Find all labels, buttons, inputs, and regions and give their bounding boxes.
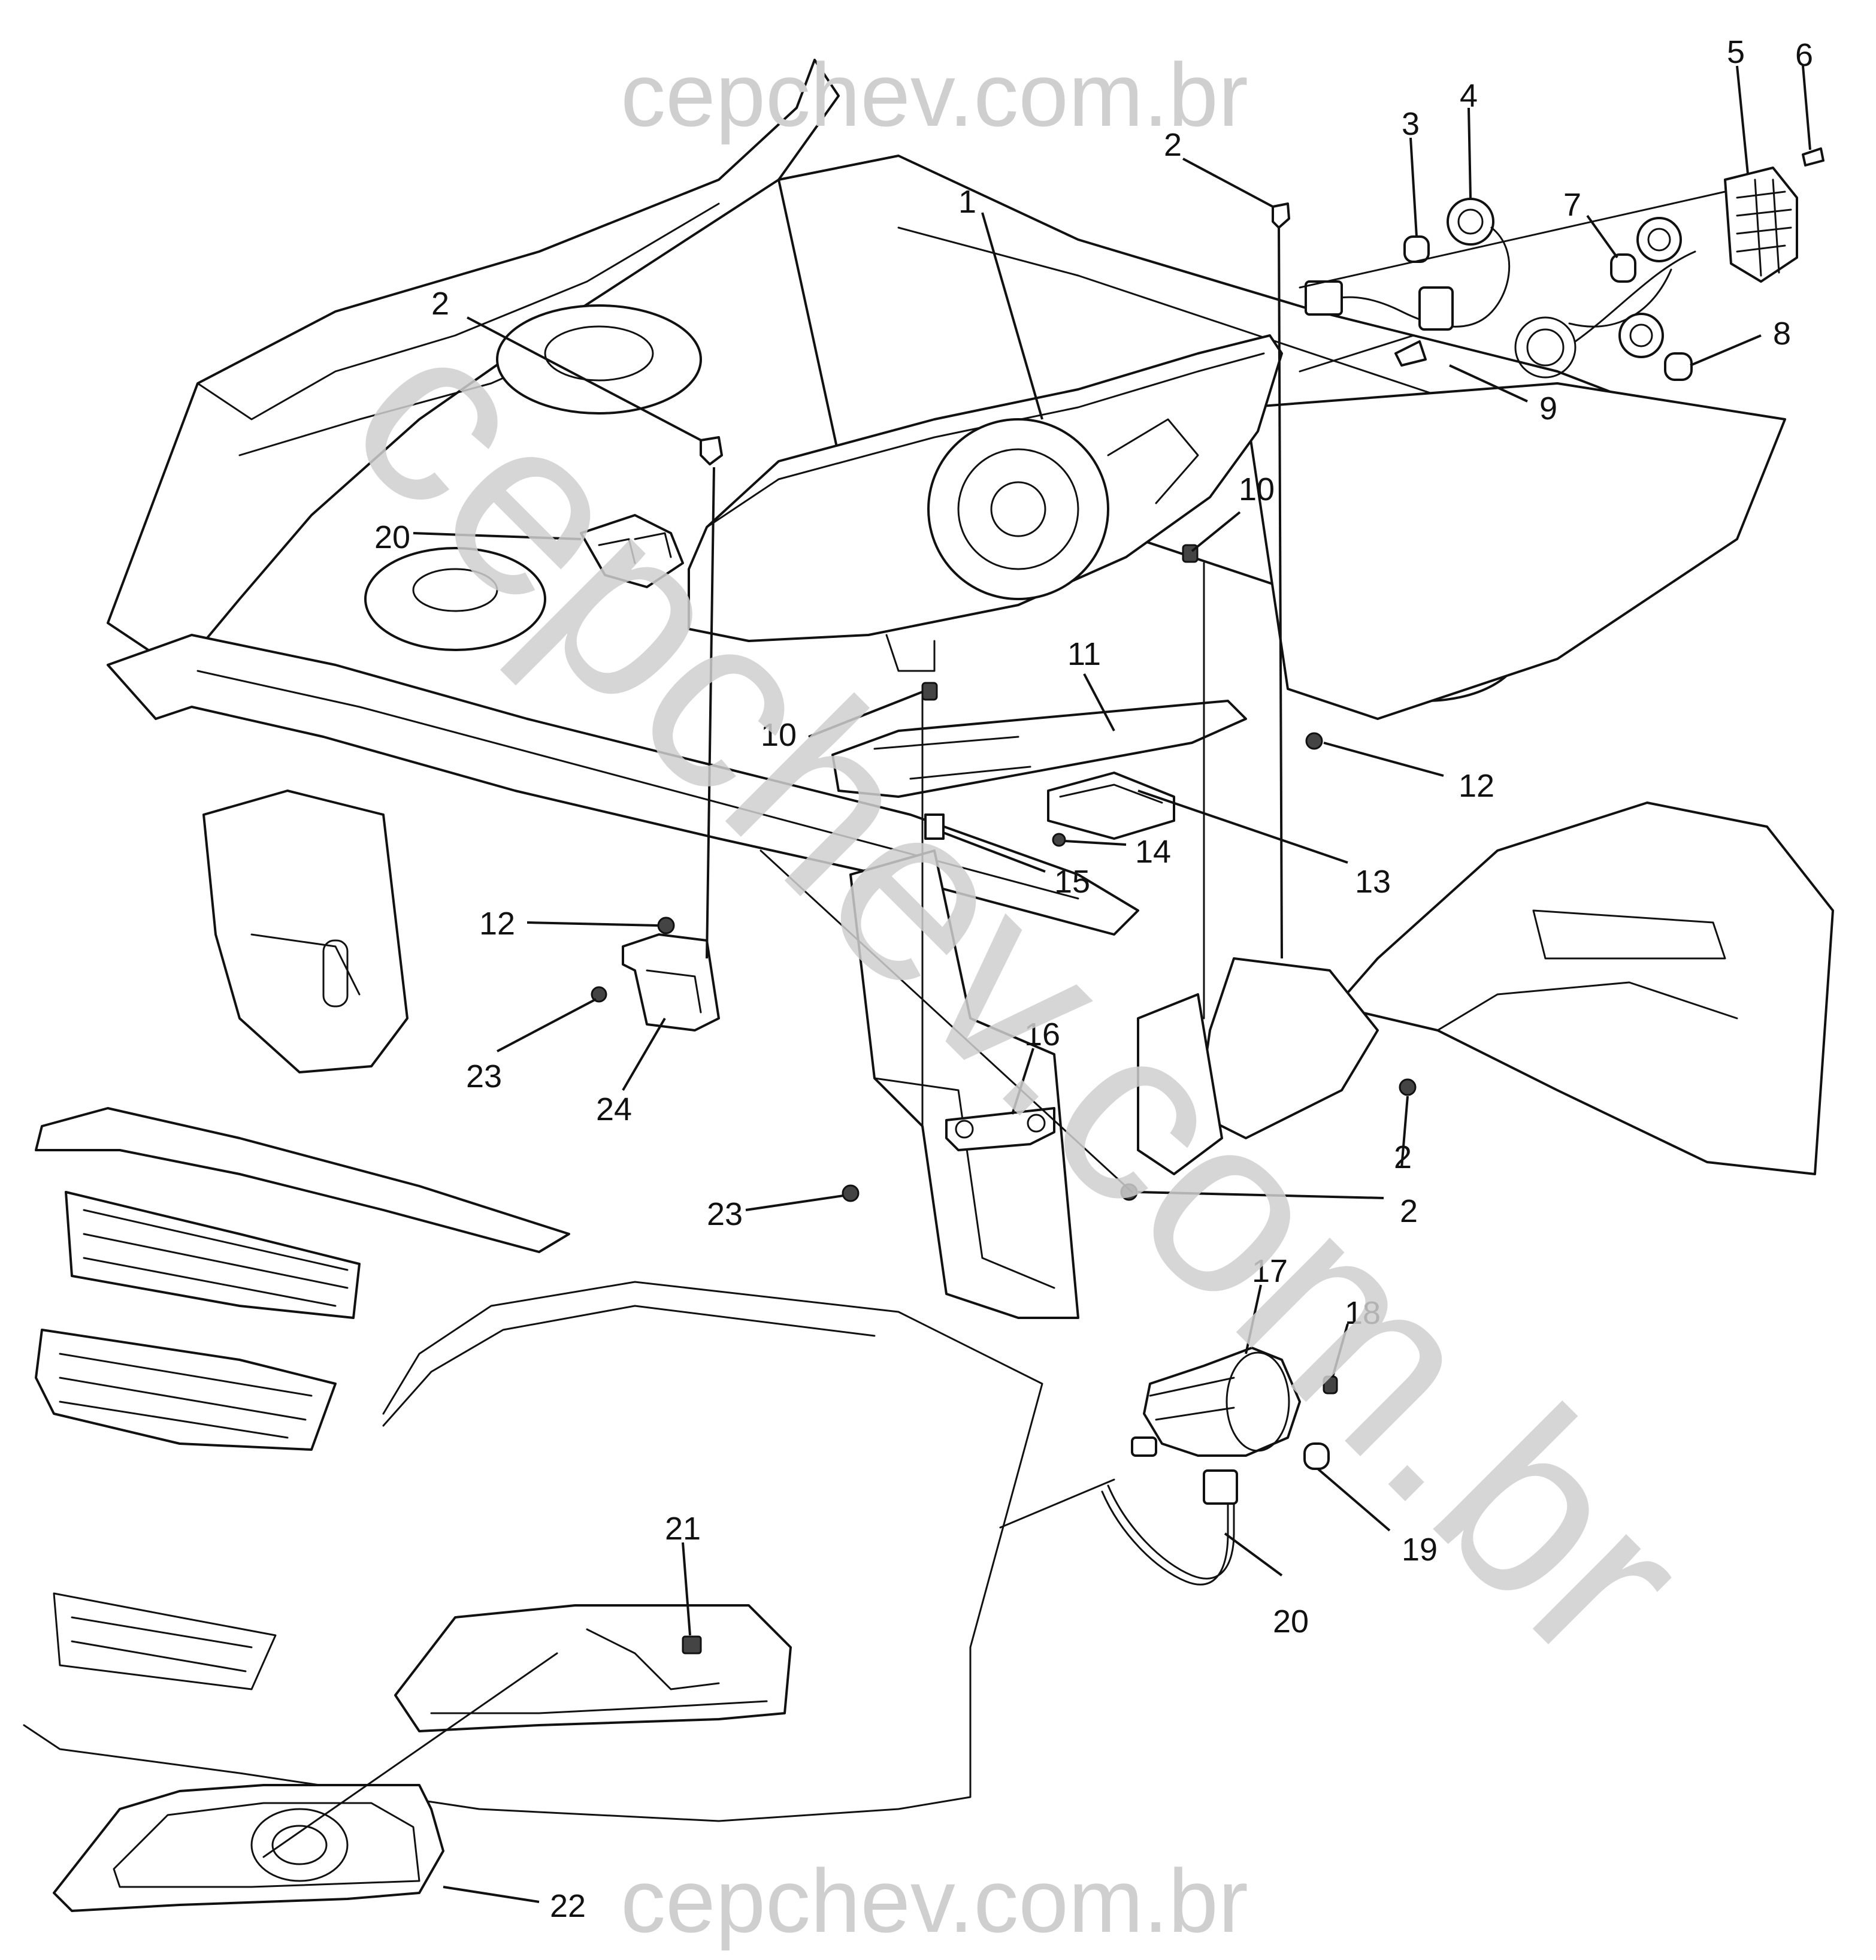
callout-24: 24 <box>596 1091 632 1127</box>
callout-17: 17 <box>1252 1253 1288 1289</box>
callout-4: 4 <box>1460 78 1478 114</box>
bulb-and-socket-parts <box>1305 147 1824 381</box>
front-fascia-and-grille <box>23 1107 1043 1822</box>
callout-2-right-frame: 2 <box>1400 1193 1418 1229</box>
callout-2-left: 2 <box>431 286 449 322</box>
watermark-bottom: cepchev.com.br <box>621 1850 1248 1951</box>
callout-13: 13 <box>1355 864 1391 900</box>
callout-11: 11 <box>1067 636 1101 672</box>
callout-15: 15 <box>1054 864 1090 900</box>
callout-20-right: 20 <box>1273 1604 1309 1640</box>
callout-10-lower: 10 <box>761 717 797 753</box>
callout-16: 16 <box>1024 1017 1060 1052</box>
watermark-top: cepchev.com.br <box>621 44 1248 145</box>
callout-7: 7 <box>1563 187 1581 223</box>
callout-14: 14 <box>1135 834 1171 870</box>
callout-2-top: 2 <box>1164 127 1182 163</box>
callout-labels: 1 2 2 2 2 3 4 5 6 7 8 9 10 10 11 12 12 1… <box>374 34 1813 1924</box>
leader-lines <box>262 65 1811 1903</box>
fog-lamp-assembly <box>53 1347 1338 1912</box>
callout-20-left: 20 <box>374 519 410 555</box>
left-brackets <box>580 514 720 1032</box>
control-module-and-bracket <box>657 544 1323 934</box>
callout-2-lower: 2 <box>1394 1139 1412 1175</box>
callout-23-right: 23 <box>707 1196 743 1232</box>
callout-19: 19 <box>1402 1532 1438 1568</box>
callout-22: 22 <box>550 1888 586 1924</box>
callout-6: 6 <box>1795 37 1813 73</box>
callout-9: 9 <box>1539 391 1557 427</box>
headlamp-assembly <box>688 334 1283 672</box>
callout-12-right: 12 <box>1459 768 1494 804</box>
center-bracket <box>842 1078 1417 1202</box>
callout-5: 5 <box>1727 34 1745 70</box>
callout-8: 8 <box>1773 316 1791 352</box>
callout-10-upper: 10 <box>1239 471 1275 507</box>
callout-23-left: 23 <box>466 1058 502 1094</box>
callout-21: 21 <box>665 1511 701 1547</box>
callout-1: 1 <box>958 184 976 220</box>
callout-18: 18 <box>1345 1295 1381 1331</box>
callout-12-left: 12 <box>479 906 515 942</box>
callout-3: 3 <box>1402 106 1420 142</box>
